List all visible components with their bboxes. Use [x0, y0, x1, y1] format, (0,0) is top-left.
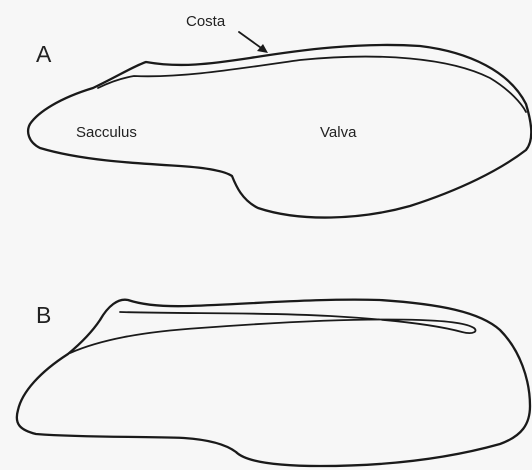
panel-a: A Costa Sacculus Valva: [28, 13, 531, 218]
costa-label: Costa: [186, 13, 226, 30]
panel-a-letter: A: [36, 41, 52, 67]
valva-label: Valva: [320, 124, 357, 141]
panel-b: B: [17, 300, 530, 466]
panel-b-valva-outline: [17, 300, 530, 466]
sacculus-label: Sacculus: [76, 124, 137, 141]
panel-b-letter: B: [36, 302, 51, 328]
panel-b-costa-edge: [70, 312, 476, 353]
